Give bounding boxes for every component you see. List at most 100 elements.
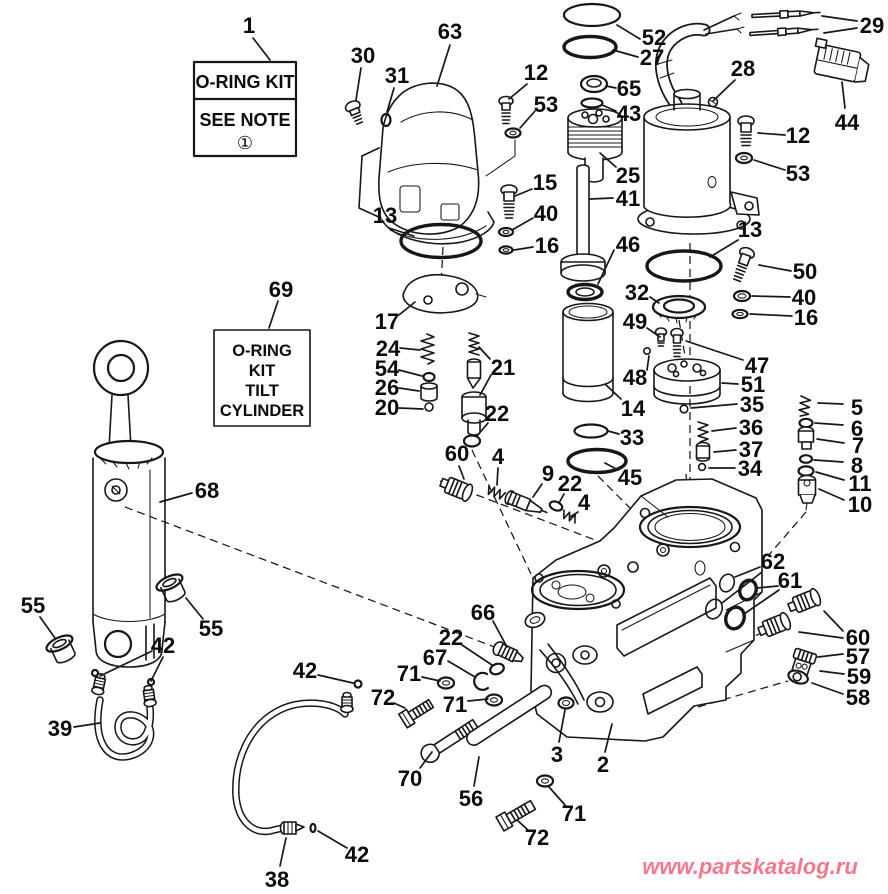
callout-26: 26 — [375, 375, 399, 400]
callout-33: 33 — [620, 425, 644, 450]
leader-line-4 — [569, 511, 579, 518]
callout-40: 40 — [534, 201, 558, 226]
o-ring-13-right — [645, 249, 723, 283]
callout-54: 54 — [375, 356, 400, 381]
bolt-72-b — [495, 799, 537, 832]
callout-61: 61 — [778, 568, 802, 593]
leader-line-44 — [841, 81, 846, 109]
callout-56: 56 — [459, 786, 483, 811]
callout-63: 63 — [438, 19, 462, 44]
callout-20: 20 — [375, 395, 399, 420]
bolt-70 — [420, 718, 480, 764]
leader-line-21 — [478, 346, 491, 360]
leader-line-8 — [813, 459, 844, 463]
valve-37 — [695, 441, 711, 462]
leader-line-66 — [492, 620, 508, 648]
callout-71: 71 — [443, 692, 467, 717]
callout-53: 53 — [786, 161, 810, 186]
washer-71-c — [535, 774, 555, 788]
callout-46: 46 — [616, 232, 640, 257]
leader-line-39 — [73, 722, 101, 728]
seal-46 — [566, 282, 604, 302]
leader-line-12 — [757, 132, 786, 136]
ball-34 — [697, 462, 707, 472]
callout-36: 36 — [739, 415, 763, 440]
connector-44 — [813, 37, 870, 83]
leader-line-54 — [398, 369, 423, 377]
leader-line-22 — [558, 493, 565, 504]
bushing-26 — [420, 382, 438, 402]
seal-65 — [579, 74, 609, 94]
leader-line-29 — [823, 27, 858, 34]
callout-57: 57 — [846, 644, 870, 669]
callout-35: 35 — [740, 392, 764, 417]
leader-line-57 — [817, 653, 844, 658]
callout-22: 22 — [558, 471, 582, 496]
callout-4: 4 — [492, 444, 505, 469]
callout-60: 60 — [846, 625, 870, 650]
pump-body-51 — [653, 358, 721, 405]
pump-cover — [358, 82, 495, 245]
leader-line-33 — [607, 430, 620, 435]
callout-71: 71 — [562, 801, 586, 826]
callout-65: 65 — [617, 76, 641, 101]
callout-72: 72 — [525, 825, 549, 850]
leader-line-60 — [458, 465, 465, 480]
callout-39: 39 — [48, 716, 72, 741]
leader-line-5 — [817, 402, 844, 405]
note-box-tilt-cylinder-kit: O-RING KIT TILT CYLINDER — [213, 329, 311, 427]
o-ring-54 — [422, 371, 436, 383]
shaft-41 — [560, 164, 606, 282]
callout-7: 7 — [852, 433, 864, 458]
valve-7 — [797, 426, 815, 450]
callout-37: 37 — [739, 437, 763, 462]
callout-50: 50 — [793, 259, 817, 284]
callout-49: 49 — [623, 309, 647, 334]
ball-48 — [642, 346, 651, 355]
leader-line-48 — [646, 355, 650, 371]
callout-55: 55 — [199, 616, 223, 641]
washer-16-right — [731, 308, 749, 320]
callout-45: 45 — [618, 465, 642, 490]
callout-40: 40 — [792, 285, 816, 310]
callout-53: 53 — [534, 92, 558, 117]
o-ring-6 — [798, 417, 814, 429]
nut-40-right — [732, 289, 752, 303]
leader-line-63 — [436, 44, 451, 87]
washer-16-mid — [498, 245, 514, 255]
spring-4-a — [487, 484, 507, 500]
check-valve-60-c — [757, 611, 792, 638]
callout-1: 1 — [243, 13, 255, 38]
leader-line-6 — [814, 422, 844, 426]
leader-line-27 — [612, 49, 639, 58]
callout-60: 60 — [445, 441, 469, 466]
leader-line-60 — [798, 631, 844, 639]
callout-44: 44 — [835, 110, 860, 135]
leader-line-49 — [646, 327, 661, 338]
leader-line-31 — [386, 87, 395, 113]
leader-line-40 — [511, 217, 534, 231]
callout-3: 3 — [551, 742, 563, 767]
leader-line-22 — [461, 644, 493, 666]
o-ring-22-c — [489, 662, 505, 676]
tilt-cylinder-68 — [92, 339, 166, 668]
leader-line-69 — [268, 300, 279, 329]
leader-line-72 — [393, 702, 406, 709]
leader-line-72 — [516, 819, 529, 831]
o-rings-62 — [704, 573, 736, 620]
callout-48: 48 — [623, 365, 647, 390]
hose-38 — [232, 691, 354, 836]
leader-line-65 — [605, 85, 617, 89]
leader-line-21 — [479, 374, 492, 396]
leader-line-13 — [709, 239, 739, 258]
cylinder-14 — [562, 302, 614, 403]
spring-5 — [798, 395, 812, 417]
leader-line-46 — [597, 249, 615, 285]
bushing-55-right — [155, 573, 186, 603]
callout-22: 22 — [439, 625, 463, 650]
o-ring-42-a — [90, 668, 100, 678]
pin-56 — [466, 684, 553, 746]
callout-21: 21 — [491, 355, 515, 380]
callout-70: 70 — [398, 766, 422, 791]
